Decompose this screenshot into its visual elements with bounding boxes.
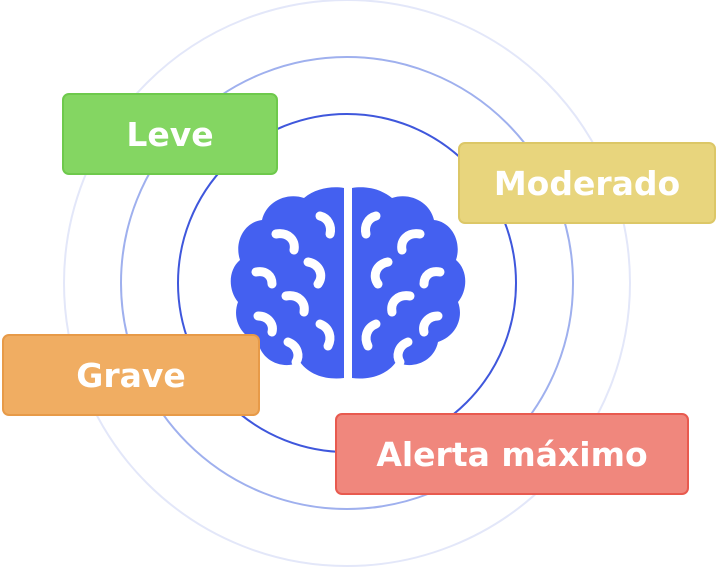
level-alerta-maximo: Alerta máximo xyxy=(335,413,689,495)
level-alerta-maximo-label: Alerta máximo xyxy=(376,434,648,474)
level-leve: Leve xyxy=(62,93,278,175)
level-grave: Grave xyxy=(2,334,260,416)
level-moderado-label: Moderado xyxy=(493,163,681,203)
brain-icon xyxy=(230,187,466,379)
outer-ring xyxy=(63,0,631,567)
level-leve-label: Leve xyxy=(126,114,214,154)
middle-ring xyxy=(120,56,574,510)
level-moderado: Moderado xyxy=(458,142,716,224)
level-grave-label: Grave xyxy=(76,355,186,395)
